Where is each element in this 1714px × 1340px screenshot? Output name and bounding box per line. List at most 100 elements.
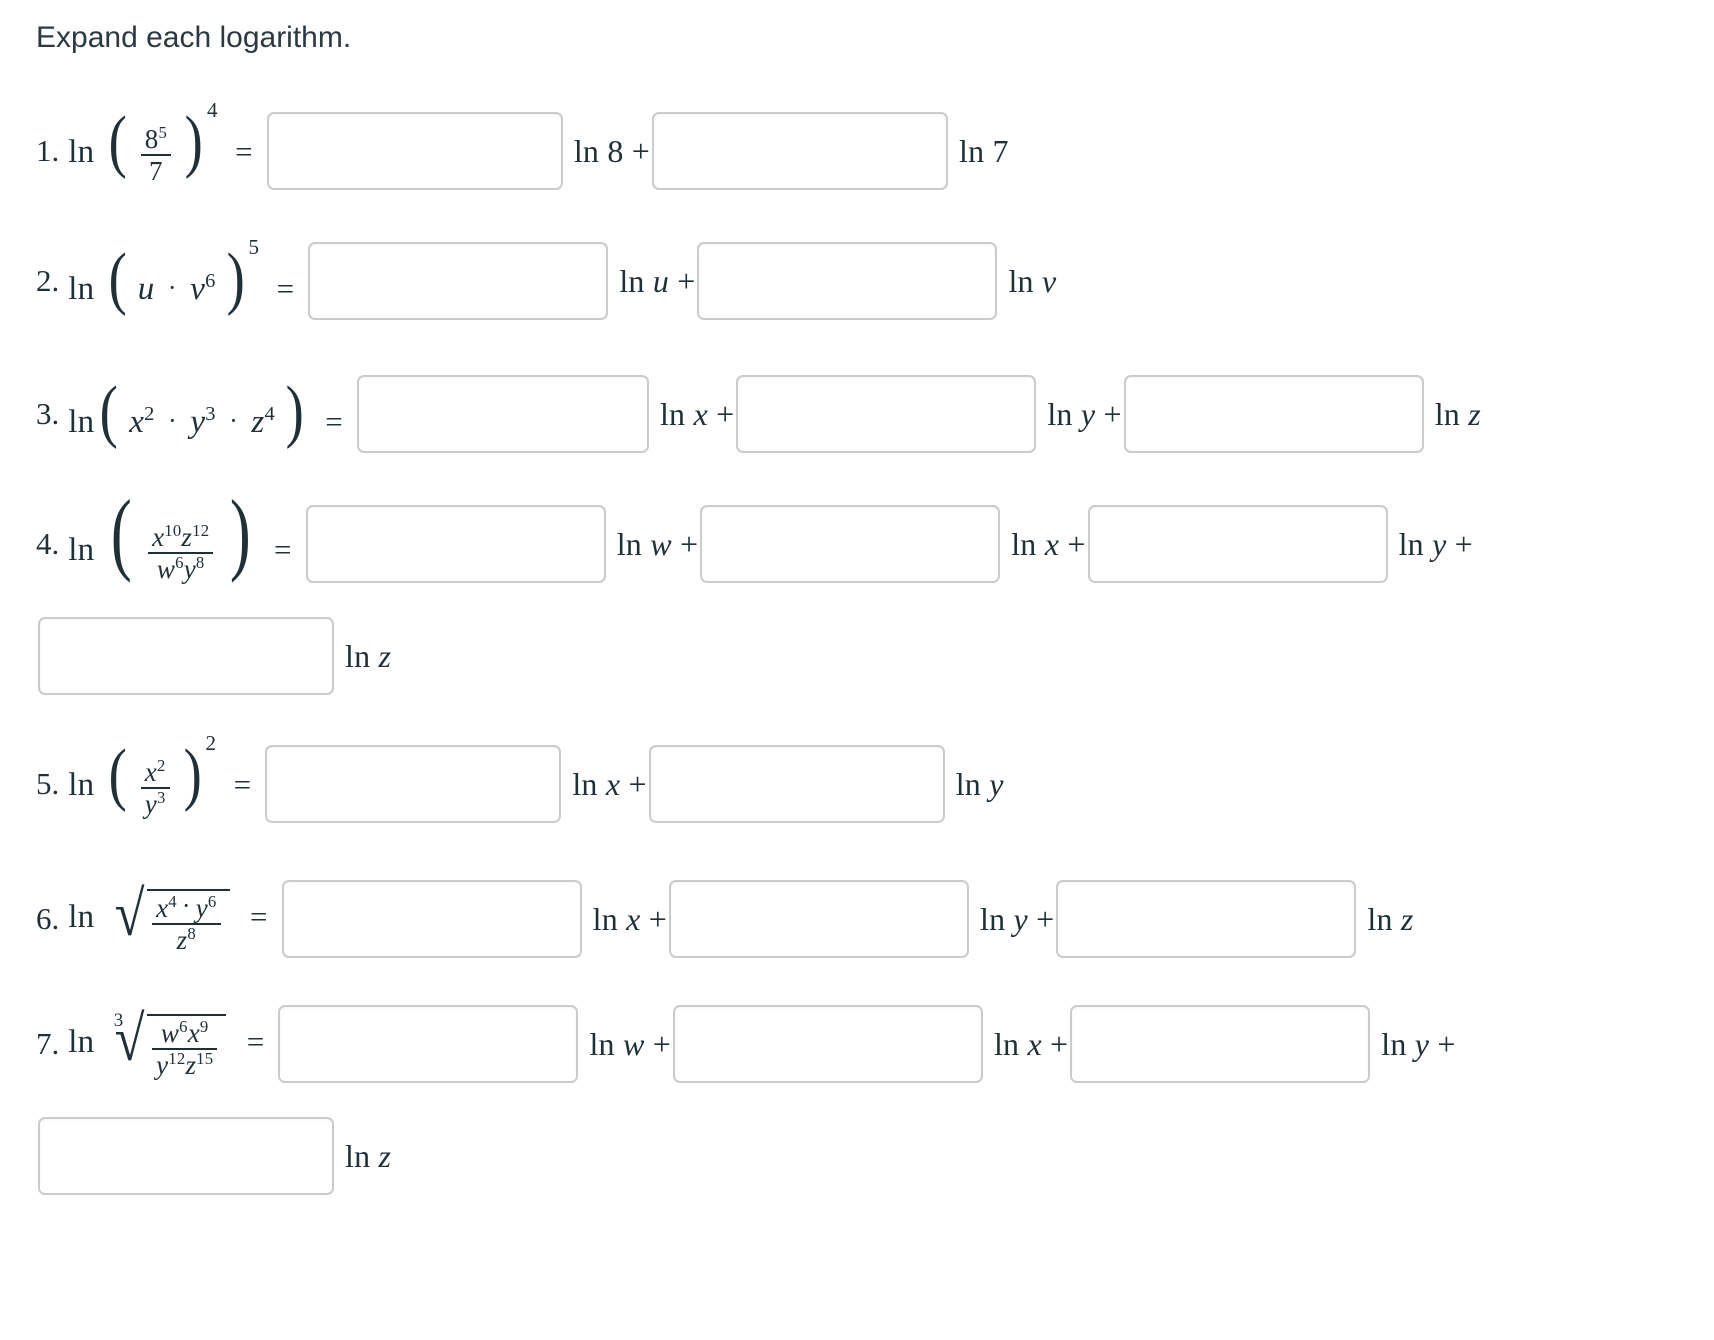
- problem-2-expression: ln ( u · v6 )5 =: [68, 236, 306, 317]
- coefficient-label-7-4: ln z: [345, 1137, 392, 1174]
- answer-blank-4-3[interactable]: [1087, 505, 1388, 583]
- page-title: Expand each logarithm.: [36, 21, 352, 54]
- radical-sign: √: [114, 1002, 145, 1074]
- problem-6-expression: ln √ x4·y6 z8 =: [68, 881, 279, 955]
- equals-sign: =: [276, 270, 295, 306]
- multiplication-dot-icon: ·: [167, 272, 177, 302]
- answer-blank-4-2[interactable]: [700, 505, 1001, 583]
- coefficient-label-2-2: ln v: [1008, 262, 1057, 299]
- problem-row-4-continued: ln z: [36, 617, 391, 695]
- ln-operator: ln: [68, 531, 95, 568]
- right-paren-icon: ): [285, 372, 305, 450]
- problem-number-7: 7.: [36, 1026, 60, 1061]
- answer-blank-5-2[interactable]: [648, 745, 945, 823]
- answer-blank-4-4[interactable]: [38, 617, 334, 695]
- left-paren-icon: (: [110, 480, 132, 583]
- fraction-problem-4: x10z12 w6y8: [148, 520, 214, 585]
- fraction-problem-6: x4·y6 z8: [152, 892, 221, 955]
- answer-blank-7-3[interactable]: [1070, 1005, 1371, 1083]
- ln-operator: ln: [68, 1023, 95, 1060]
- fraction-numerator: x2: [144, 755, 166, 787]
- term-power-x: 2: [144, 402, 155, 425]
- coefficient-label-3-2: ln y +: [1047, 395, 1122, 432]
- answer-blank-6-1[interactable]: [281, 880, 582, 958]
- answer-blank-7-4[interactable]: [38, 1117, 334, 1195]
- fraction-denominator: y3: [144, 788, 166, 820]
- left-paren-icon: (: [108, 102, 127, 180]
- equals-sign: =: [246, 1023, 265, 1059]
- coefficient-label-4-4: ln z: [345, 637, 392, 674]
- right-paren-icon: ): [185, 102, 204, 180]
- outer-exponent: 4: [207, 97, 218, 122]
- problem-4-expression: ln ( x10z12 w6y8 ) =: [68, 480, 303, 585]
- problem-number-1: 1.: [36, 133, 60, 168]
- coefficient-label-3-1: ln x +: [659, 395, 735, 432]
- coefficient-label-5-2: ln y: [955, 765, 1004, 802]
- answer-blank-1-2[interactable]: [652, 112, 948, 190]
- coefficient-label-1-1: ln 8 +: [573, 132, 650, 169]
- problem-row-4: 4. ln ( x10z12 w6y8 ) = ln w + ln x + ln…: [36, 480, 1473, 585]
- equals-sign: =: [233, 766, 252, 802]
- variable-v: v: [190, 270, 206, 307]
- cube-root-icon: 3 √ w6x9 y12z15: [112, 1006, 227, 1080]
- equals-sign: =: [235, 133, 253, 169]
- answer-blank-3-2[interactable]: [736, 375, 1037, 453]
- answer-blank-7-2[interactable]: [672, 1005, 983, 1083]
- fraction-denominator: y12z15: [156, 1049, 214, 1080]
- answer-blank-4-1[interactable]: [305, 505, 606, 583]
- problem-row-7: 7. ln 3 √ w6x9 y12z15 = ln w + ln x + ln…: [36, 1005, 1456, 1083]
- radicand: w6x9 y12z15: [147, 1013, 227, 1080]
- fraction-8-over-7: 85 7: [140, 124, 172, 186]
- answer-blank-1-1[interactable]: [266, 112, 563, 190]
- problem-number-4: 4.: [36, 526, 60, 561]
- left-paren-icon: (: [108, 735, 127, 813]
- fraction-bar: [152, 923, 221, 925]
- coefficient-label-6-3: ln z: [1367, 900, 1414, 937]
- problem-3-expression: ln( x2 · y3 · z4 ) =: [68, 372, 355, 450]
- ln-operator: ln: [68, 133, 95, 170]
- answer-blank-5-1[interactable]: [265, 745, 562, 823]
- problem-number-5: 5.: [36, 766, 60, 801]
- fraction-numerator: x10z12: [152, 520, 210, 552]
- coefficient-label-6-2: ln y +: [980, 900, 1055, 937]
- radical-sign: √: [114, 877, 145, 949]
- fraction-numerator: w6x9: [160, 1016, 209, 1048]
- fraction-bar: [148, 552, 214, 555]
- right-paren-icon: ): [226, 239, 245, 317]
- answer-blank-7-1[interactable]: [278, 1005, 579, 1083]
- right-paren-icon: ): [229, 480, 251, 583]
- problem-row-7-continued: ln z: [36, 1117, 391, 1195]
- coefficient-label-3-3: ln z: [1434, 395, 1481, 432]
- problem-number-6: 6.: [36, 901, 60, 936]
- exponent-v: 6: [205, 269, 216, 292]
- answer-blank-6-3[interactable]: [1056, 880, 1357, 958]
- ln-operator: ln: [68, 898, 95, 935]
- coefficient-label-1-2: ln 7: [959, 132, 1009, 169]
- fraction-denominator: z8: [176, 924, 196, 955]
- multiplication-dot-icon: ·: [229, 405, 238, 435]
- answer-blank-3-3[interactable]: [1123, 375, 1424, 453]
- problem-5-expression: ln ( x2 y3 )2 =: [68, 732, 263, 820]
- problem-number-2: 2.: [36, 263, 60, 298]
- answer-blank-3-1[interactable]: [356, 375, 649, 453]
- variable-u: u: [137, 270, 155, 307]
- equals-sign: =: [249, 898, 268, 934]
- term-base-y: y: [190, 403, 206, 440]
- answer-blank-2-1[interactable]: [308, 242, 609, 320]
- coefficient-label-7-1: ln w +: [589, 1025, 671, 1062]
- problem-row-5: 5. ln ( x2 y3 )2 = ln x + ln y: [36, 732, 1004, 823]
- answer-blank-6-2[interactable]: [669, 880, 969, 958]
- coefficient-label-6-1: ln x +: [592, 900, 667, 937]
- problem-row-6: 6. ln √ x4·y6 z8 = ln x + ln y + ln z: [36, 880, 1414, 958]
- coefficient-label-4-3: ln y +: [1398, 525, 1473, 562]
- multiplication-dot-icon: ·: [168, 405, 177, 435]
- root-index: 3: [113, 1009, 124, 1031]
- fraction-bar: [140, 154, 172, 157]
- coefficient-label-4-2: ln x +: [1011, 525, 1086, 562]
- answer-blank-2-2[interactable]: [697, 242, 998, 320]
- fraction-bar: [140, 787, 170, 790]
- left-paren-icon: (: [108, 239, 127, 317]
- ln-operator: ln: [68, 403, 95, 440]
- fraction-denominator: w6y8: [156, 553, 205, 585]
- outer-exponent: 2: [205, 730, 217, 755]
